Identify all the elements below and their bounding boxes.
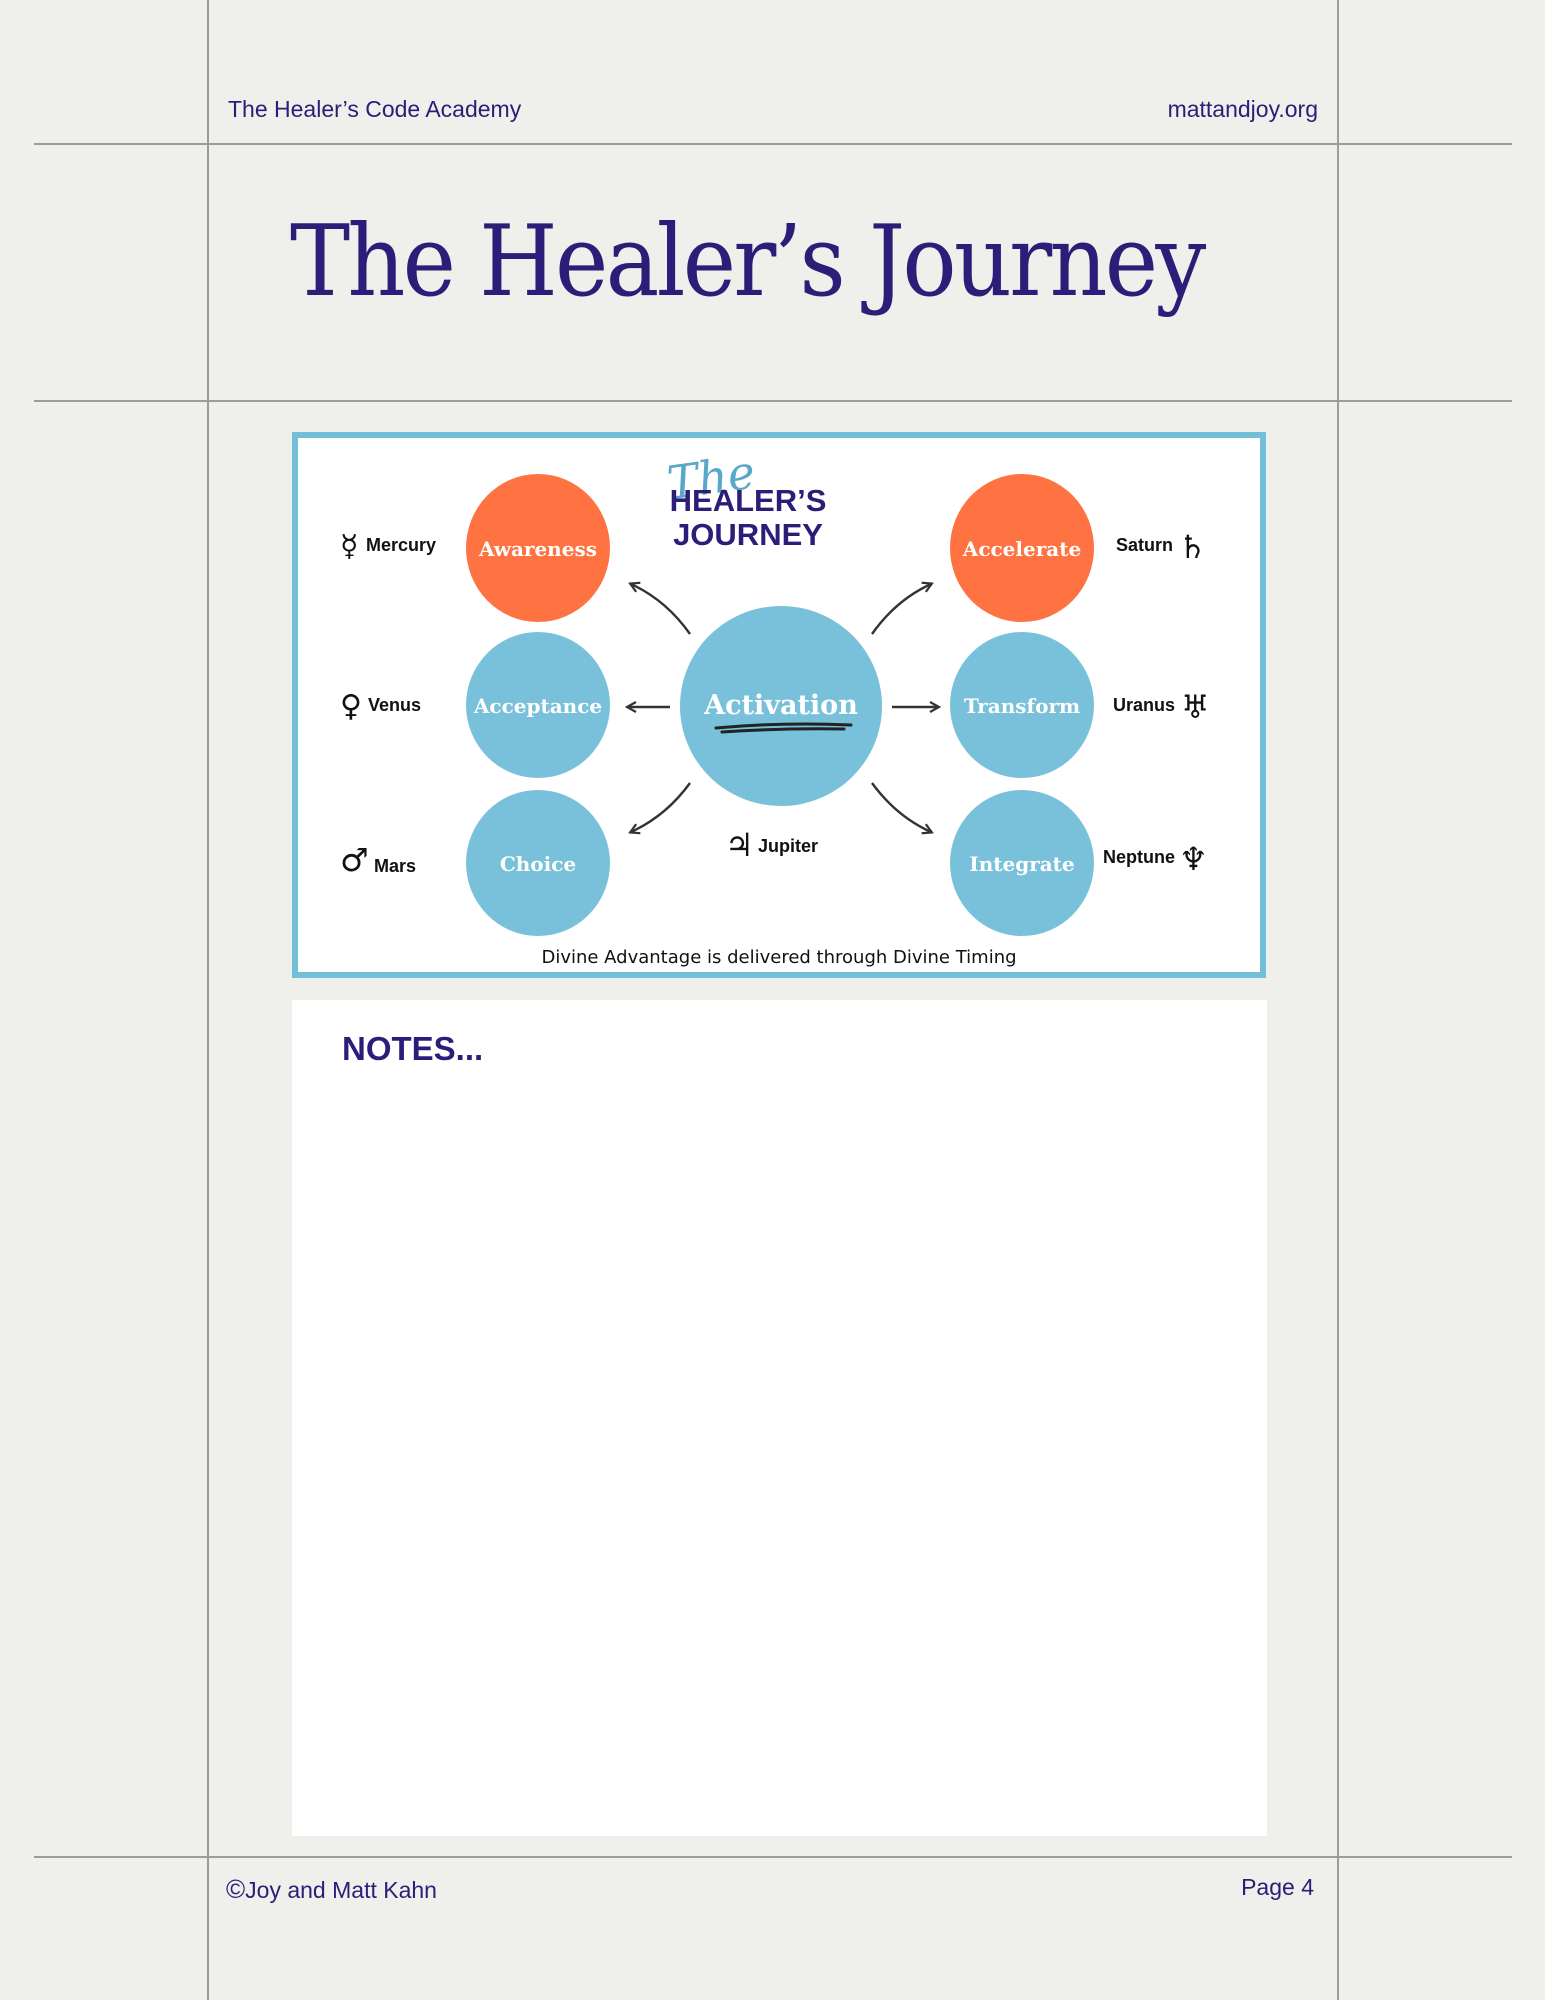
healers-journey-diagram: The HEALER’S JOURNEY Awareness Acceptanc… <box>292 432 1266 978</box>
neptune-icon: ♆ <box>1179 840 1208 878</box>
left-margin-line <box>207 0 209 2000</box>
arrow-to-integrate <box>871 782 931 832</box>
logo-line-healers: HEALER’S <box>670 483 827 518</box>
page-title: The Healer’s Journey <box>290 205 1206 319</box>
activation-label: Activation <box>703 690 858 721</box>
footer-divider <box>34 1856 1512 1858</box>
copyright-icon: © <box>226 1874 246 1904</box>
saturn-icon: ♄ <box>1178 528 1207 566</box>
acceptance-circle <box>466 632 610 778</box>
choice-circle <box>466 790 610 936</box>
right-margin-line <box>1337 0 1339 2000</box>
jupiter-label: Jupiter <box>758 836 818 856</box>
activation-circle <box>680 606 882 806</box>
venus-label: Venus <box>368 695 421 715</box>
arrow-to-choice <box>631 782 691 832</box>
page-number: Page 4 <box>1241 1874 1314 1900</box>
logo-line-journey: JOURNEY <box>673 517 823 552</box>
neptune-label: Neptune <box>1103 847 1175 867</box>
title-divider <box>34 400 1512 402</box>
uranus-label: Uranus <box>1113 695 1175 715</box>
header-divider <box>34 143 1512 145</box>
mercury-icon: ☿ <box>340 529 358 564</box>
integrate-label: Integrate <box>969 852 1074 876</box>
logo-script-the: The <box>664 445 758 511</box>
jupiter-icon: ♃ <box>725 826 754 864</box>
activation-underline <box>714 722 853 734</box>
saturn-label: Saturn <box>1116 535 1173 555</box>
acceptance-label: Acceptance <box>473 694 602 718</box>
accelerate-label: Accelerate <box>962 537 1081 561</box>
transform-label: Transform <box>964 694 1080 718</box>
header-academy-name: The Healer’s Code Academy <box>228 96 522 122</box>
diagram-caption: Divine Advantage is delivered through Di… <box>541 947 1016 968</box>
arrow-to-accelerate <box>871 584 931 635</box>
awareness-circle <box>466 474 610 622</box>
footer-copyright: ©Joy and Matt Kahn <box>226 1874 437 1905</box>
arrow-to-awareness <box>631 584 691 635</box>
awareness-label: Awareness <box>478 537 597 561</box>
choice-label: Choice <box>500 852 576 876</box>
transform-circle <box>950 632 1094 778</box>
header-website: mattandjoy.org <box>1167 96 1318 122</box>
notes-title: NOTES... <box>342 1030 484 1067</box>
mars-icon: ♂ <box>340 841 369 879</box>
notes-area[interactable]: NOTES... <box>292 1000 1267 1836</box>
mercury-label: Mercury <box>366 535 436 555</box>
mars-label: Mars <box>374 856 416 876</box>
footer-copyright-text: Joy and Matt Kahn <box>245 1877 437 1903</box>
uranus-icon: ♅ <box>1181 688 1210 726</box>
integrate-circle <box>950 790 1094 936</box>
venus-icon: ♀ <box>340 689 362 724</box>
accelerate-circle <box>950 474 1094 622</box>
